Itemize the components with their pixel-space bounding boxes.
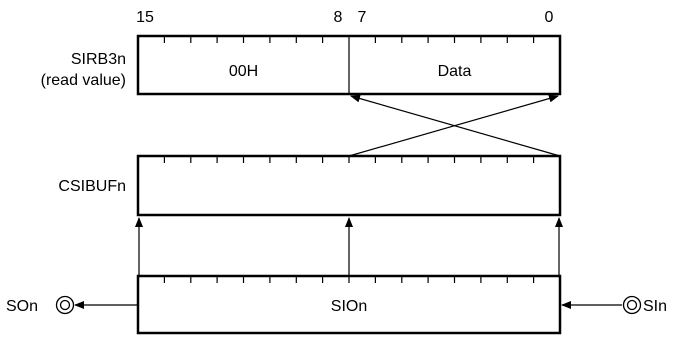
bit-0-label: 0 (545, 9, 554, 26)
sin-pin-label: SIn (643, 298, 667, 315)
sirb-upper-field: 00H (229, 63, 258, 80)
cross-arrow-upper-to-lower (348, 94, 559, 157)
son-pin-icon (55, 295, 75, 315)
csibuf-ticks (163, 156, 535, 163)
sio-register-box (136, 274, 562, 335)
son-pin-label: SOn (6, 298, 38, 315)
bit-8-label: 8 (334, 9, 343, 26)
sirb-ticks (163, 36, 535, 43)
sirb-name-label: SIRB3n (71, 51, 126, 68)
sirb-read-value-label: (read value) (41, 72, 126, 89)
sirb-lower-field: Data (438, 63, 472, 80)
sio-name-label: SIOn (331, 298, 367, 315)
sio-ticks (163, 276, 535, 283)
bit-7-label: 7 (358, 9, 367, 26)
bit-15-label: 15 (136, 9, 154, 26)
csibuf-name-label: CSIBUFn (58, 178, 126, 195)
sin-pin-icon (622, 295, 642, 315)
csibuf-register-box (136, 154, 562, 217)
